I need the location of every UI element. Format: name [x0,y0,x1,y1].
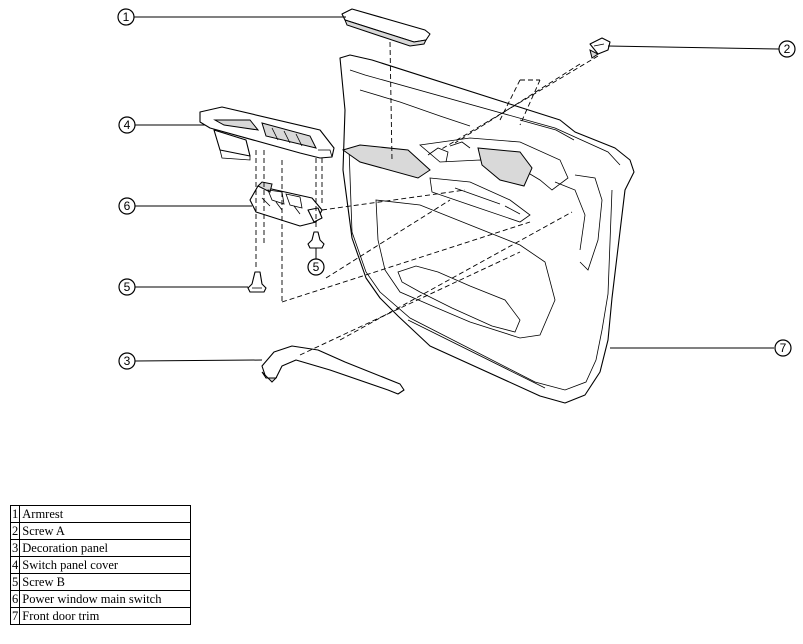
callout-3: 3 [118,352,136,370]
front-door-trim-drawing [339,54,635,404]
legend-part-name: Front door trim [19,607,192,625]
legend-part-name: Power window main switch [19,590,192,608]
legend-part-name: Screw A [19,522,192,540]
svg-text:3: 3 [124,354,131,368]
screw-b-right-drawing [307,231,325,249]
legend-number: 2 [9,522,21,540]
switch-panel-cover-drawing [199,106,335,161]
callout-2: 2 [778,40,796,58]
screw-a-drawing [589,37,611,59]
legend-number: 5 [9,573,21,591]
svg-text:6: 6 [124,199,131,213]
callout-4: 4 [118,116,136,134]
legend-row: 1 Armrest [9,505,192,523]
leader-lines [134,16,780,362]
exploded-parts-diagram: 1 2 4 6 5 5 3 7 [117,8,796,404]
svg-text:4: 4 [124,118,131,132]
legend-number: 4 [9,556,21,574]
alignment-lines [255,41,599,356]
legend-number: 7 [9,607,21,625]
svg-text:1: 1 [123,10,130,24]
armrest-drawing [341,8,431,47]
legend-row: 3 Decoration panel [9,539,192,557]
callout-5-left: 5 [118,278,136,296]
legend-part-name: Armrest [19,505,192,523]
legend-number: 3 [9,539,21,557]
power-window-main-switch-drawing [249,181,323,227]
svg-text:2: 2 [784,42,791,56]
legend-part-name: Screw B [19,573,192,591]
legend-row: 7 Front door trim [9,607,192,625]
legend-number: 1 [9,505,21,523]
parts-legend-table: 1 Armrest 2 Screw A 3 Decoration panel 4… [9,505,192,625]
callout-5-right: 5 [307,258,325,276]
screw-b-left-drawing [247,271,267,293]
callout-7: 7 [774,339,792,357]
callout-6: 6 [118,197,136,215]
svg-text:5: 5 [124,280,131,294]
decoration-panel-drawing [261,345,405,395]
legend-row: 2 Screw A [9,522,192,540]
legend-number: 6 [9,590,21,608]
legend-row: 4 Switch panel cover [9,556,192,574]
legend-part-name: Switch panel cover [19,556,192,574]
callout-1: 1 [117,8,135,26]
svg-text:5: 5 [313,260,320,274]
legend-part-name: Decoration panel [19,539,192,557]
svg-text:7: 7 [780,341,787,355]
legend-row: 5 Screw B [9,573,192,591]
legend-row: 6 Power window main switch [9,590,192,608]
